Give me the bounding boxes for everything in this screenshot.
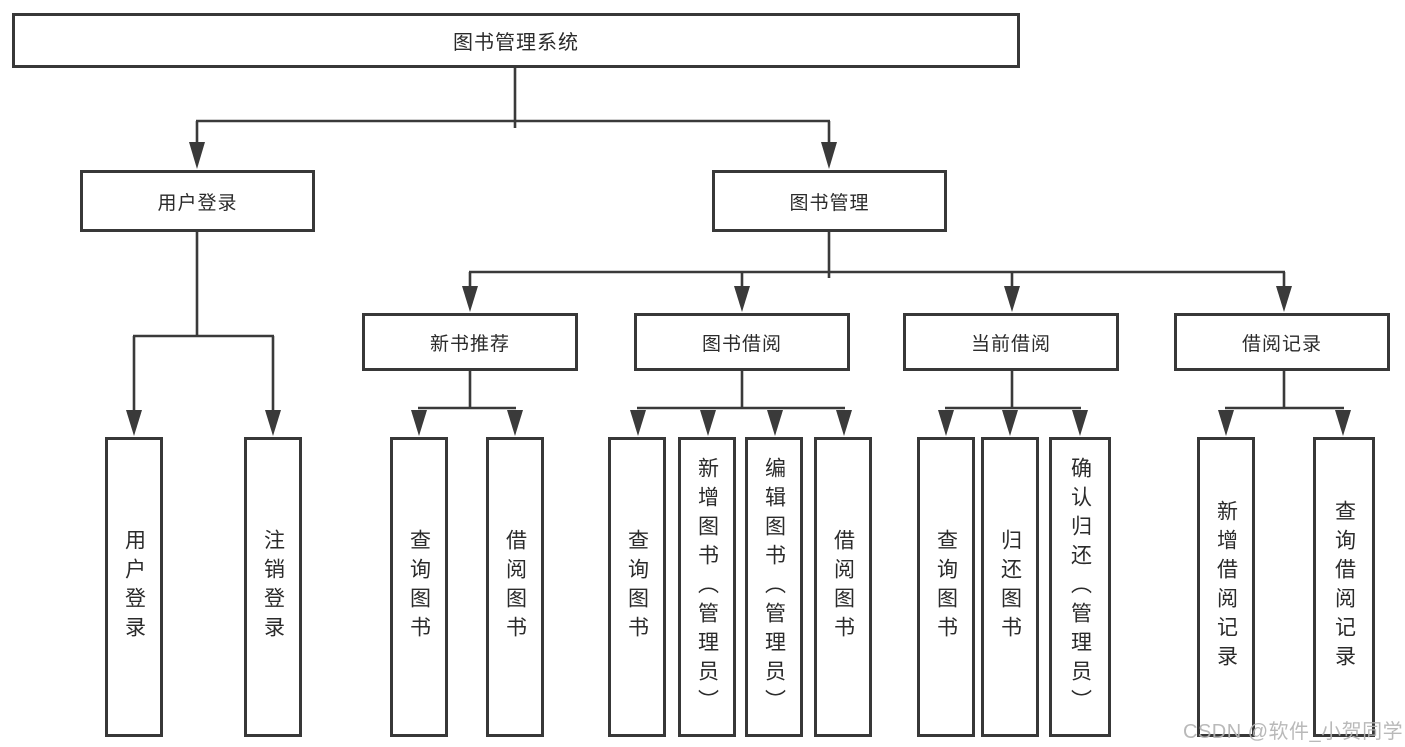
node-user-login-branch: 用户登录 xyxy=(80,170,315,232)
leaf-logout: 注销登录 xyxy=(244,437,302,737)
connector-new-book-group xyxy=(411,371,523,436)
leaf-add-borrow-record: 新增借阅记录 xyxy=(1197,437,1255,737)
node-library-management-system: 图书管理系统 xyxy=(12,13,1020,68)
leaf-return-books: 归还图书 xyxy=(981,437,1039,737)
leaf-borrow-books-2: 借阅图书 xyxy=(814,437,872,737)
node-borrow-records: 借阅记录 xyxy=(1174,313,1390,371)
csdn-watermark: CSDN @软件_小贺同学 xyxy=(1183,721,1404,743)
node-new-book-recommend: 新书推荐 xyxy=(362,313,578,371)
leaf-query-books-2: 查询图书 xyxy=(608,437,666,737)
node-current-borrowing: 当前借阅 xyxy=(903,313,1119,371)
leaf-confirm-return-admin: 确认归还（管理员） xyxy=(1049,437,1111,737)
connector-root-to-level2 xyxy=(189,68,837,169)
node-book-borrowing: 图书借阅 xyxy=(634,313,850,371)
connector-current-borrow-group xyxy=(938,371,1088,436)
leaf-query-borrow-record: 查询借阅记录 xyxy=(1313,437,1375,737)
leaf-borrow-books-1: 借阅图书 xyxy=(486,437,544,737)
connector-borrow-record-group xyxy=(1218,371,1351,436)
connector-book-management-to-groups xyxy=(462,232,1292,312)
connector-user-login-to-leaves xyxy=(126,232,281,436)
connector-book-borrow-group xyxy=(630,371,852,436)
leaf-add-book-admin: 新增图书（管理员） xyxy=(678,437,736,737)
node-book-management-branch: 图书管理 xyxy=(712,170,947,232)
leaf-user-login: 用户登录 xyxy=(105,437,163,737)
leaf-query-books-1: 查询图书 xyxy=(390,437,448,737)
leaf-edit-book-admin: 编辑图书（管理员） xyxy=(745,437,803,737)
leaf-query-books-3: 查询图书 xyxy=(917,437,975,737)
